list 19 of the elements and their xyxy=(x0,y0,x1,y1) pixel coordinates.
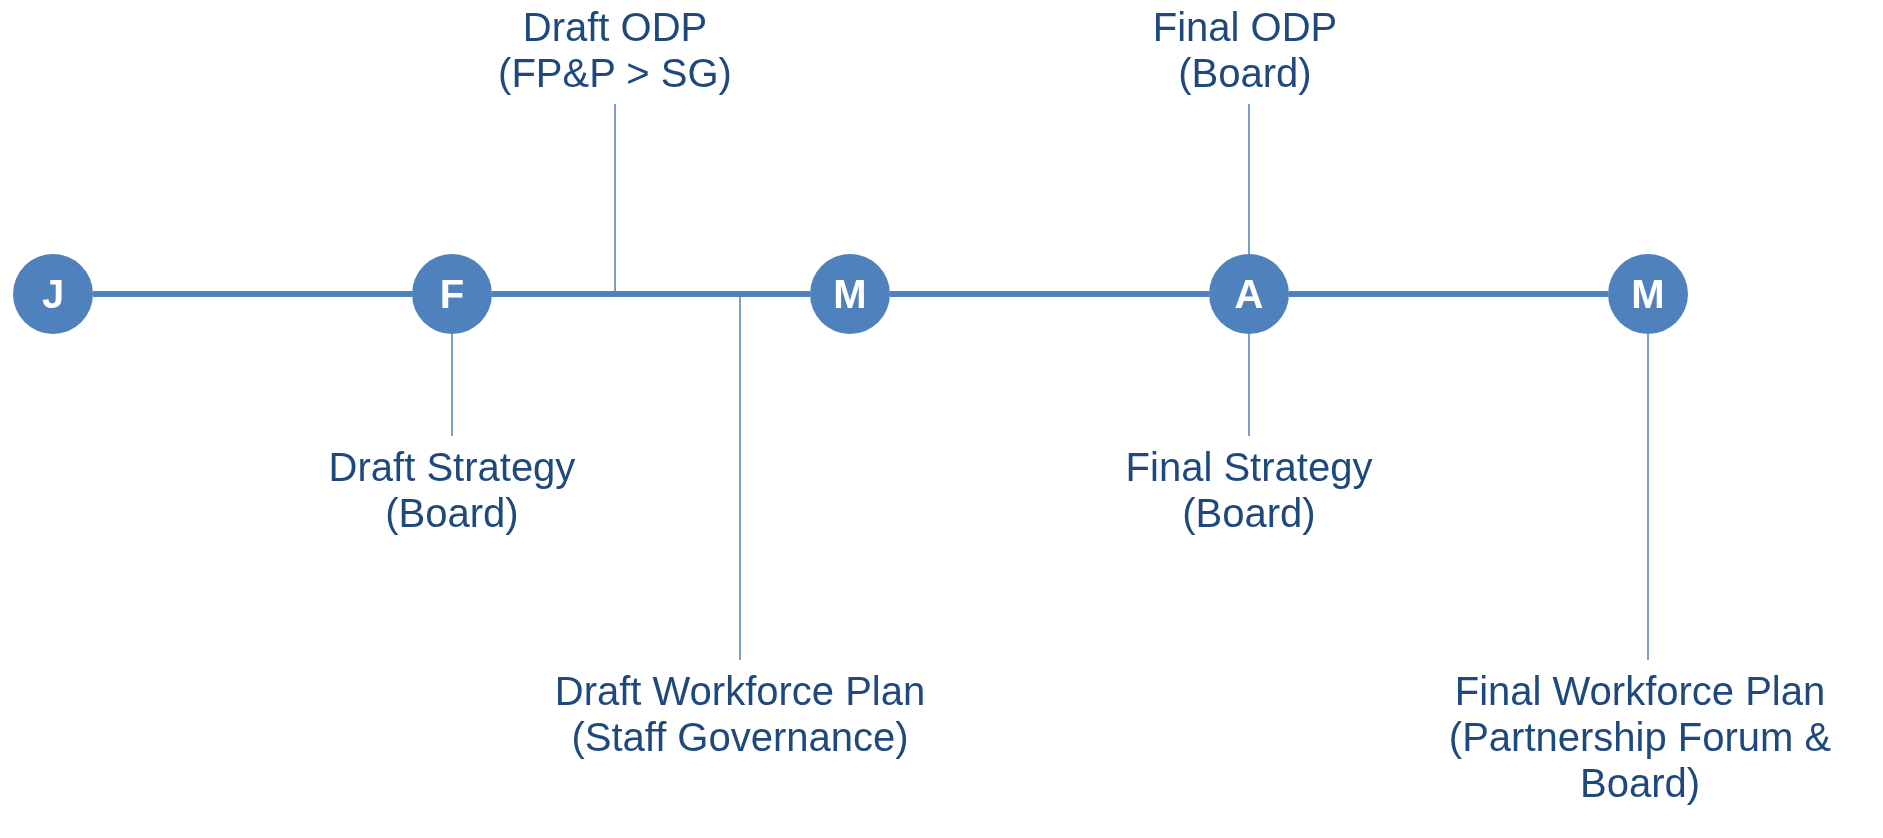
timeline-segment xyxy=(1289,291,1608,297)
timeline-segment xyxy=(890,291,1209,297)
milestone-label: Draft Strategy (Board) xyxy=(287,444,617,536)
milestone-label: Final ODP (Board) xyxy=(1125,4,1365,96)
leader-line xyxy=(1248,103,1250,255)
leader-line xyxy=(1647,333,1649,661)
timeline-segment xyxy=(492,291,810,297)
month-circle: M xyxy=(1608,254,1688,334)
milestone-label: Final Workforce Plan (Partnership Forum & Board) xyxy=(1405,668,1875,806)
month-circle: F xyxy=(412,254,492,334)
milestone-label: Draft ODP (FP&P > SG) xyxy=(475,4,755,96)
leader-line xyxy=(451,333,453,437)
milestone-label: Final Strategy (Board) xyxy=(1084,444,1414,536)
leader-line xyxy=(1248,333,1250,437)
timeline-segment xyxy=(93,291,412,297)
month-circle: J xyxy=(13,254,93,334)
month-circle: A xyxy=(1209,254,1289,334)
milestone-label: Draft Workforce Plan (Staff Governance) xyxy=(505,668,975,760)
month-circle: M xyxy=(810,254,890,334)
